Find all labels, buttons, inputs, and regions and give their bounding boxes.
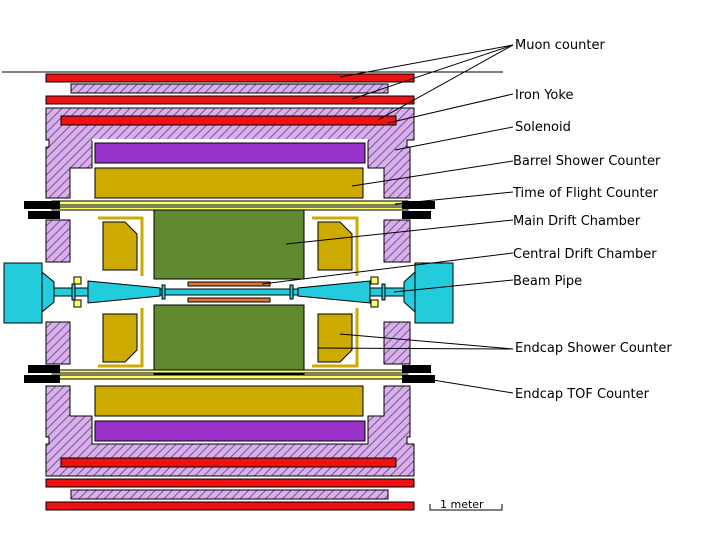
muon-counter-inner-top: [60, 115, 397, 126]
endcap-yoke-bottom-left: [45, 321, 71, 365]
tof-bar-bottom: [51, 374, 409, 380]
scale-bar: [429, 504, 503, 511]
endcap-tof-frame-bottom-left: [98, 308, 144, 368]
endcap-tof-block-bottom-left-1: [28, 365, 60, 373]
tof-bar-top: [51, 200, 409, 206]
yoke-window-top: [92, 139, 368, 141]
label-barrel-shower-counter: Barrel Shower Counter: [513, 154, 661, 169]
beam-pipe-left-stub: [53, 287, 89, 297]
endcap-tof-block-bottom-right-2: [402, 375, 435, 383]
beam-pipe-ring-2: [289, 284, 294, 300]
beam-magnet-left: [3, 262, 43, 324]
iron-yoke-plate-bottom: [70, 489, 389, 500]
label-beam-pipe: Beam Pipe: [513, 274, 582, 289]
label-main-drift-chamber: Main Drift Chamber: [513, 214, 641, 229]
label-central-drift-chamber: Central Drift Chamber: [513, 247, 657, 262]
endcap-yoke-top-right: [383, 219, 411, 263]
beam-pipe-flange-left: [41, 270, 55, 314]
scale-bar-label: 1 meter: [440, 498, 484, 511]
beam-yellow-square-3: [370, 276, 379, 285]
label-solenoid: Solenoid: [515, 120, 571, 135]
beam-pipe-center: [159, 288, 299, 296]
endcap-tof-block-top-right-1: [402, 201, 435, 209]
endcap-yoke-top-left: [45, 219, 71, 263]
endcap-tof-block-top-left-1: [24, 201, 60, 209]
central-drift-chamber-top: [187, 281, 271, 287]
iron-yoke-plate-top: [70, 83, 389, 94]
endcap-tof-block-top-right-2: [402, 211, 431, 219]
endcap-tof-frame-top-right: [312, 216, 359, 276]
main-drift-chamber-bottom: [153, 304, 305, 375]
endcap-tof-block-top-left-2: [28, 211, 60, 219]
label-time-of-flight-counter: Time of Flight Counter: [512, 186, 659, 201]
iron-yoke-frame-bottom: [45, 385, 415, 477]
endcap-shower-top-left: [102, 221, 138, 271]
beam-pipe-ring-1: [161, 284, 166, 300]
tof-bar-bottom-2: [51, 369, 409, 374]
beam-pipe-cone-left: [87, 280, 161, 304]
central-drift-chamber-bottom: [187, 297, 271, 303]
solenoid-coil-top: [94, 142, 366, 164]
endcap-yoke-bottom-right: [383, 321, 411, 365]
endcap-shower-bottom-left: [102, 313, 138, 363]
label-endcap-shower-counter: Endcap Shower Counter: [515, 341, 672, 356]
beam-pipe-ring-4: [381, 283, 386, 301]
endcap-shower-bottom-right: [317, 313, 353, 363]
beam-pipe-flange-right: [403, 270, 416, 314]
beam-yellow-square-4: [370, 299, 379, 308]
label-endcap-tof-counter: Endcap TOF Counter: [515, 387, 650, 402]
muon-counter-outer-bottom: [45, 501, 415, 511]
main-drift-chamber-top: [153, 209, 305, 280]
endcap-tof-block-bottom-left-2: [24, 375, 60, 383]
label-iron-yoke: Iron Yoke: [515, 88, 573, 103]
endcap-tof-frame-top-left: [98, 216, 144, 276]
beam-magnet-right: [414, 262, 454, 324]
endcap-tof-block-bottom-right-1: [402, 365, 431, 373]
muon-counter-outer-top: [45, 73, 415, 83]
barrel-shower-counter-bottom: [94, 385, 364, 417]
solenoid-coil-bottom: [94, 420, 366, 442]
muon-counter-inner-bottom: [60, 457, 397, 468]
endcap-tof-frame-bottom-right: [312, 308, 359, 368]
beam-yellow-square-1: [73, 276, 82, 285]
beam-pipe-ring-3: [71, 283, 76, 301]
label-muon-counter: Muon counter: [515, 38, 605, 53]
leader-lines: [261, 44, 514, 394]
beam-pipe-cone-right: [297, 280, 371, 304]
endcap-shower-top-right: [317, 221, 353, 271]
barrel-shower-counter-top: [94, 167, 364, 199]
beam-yellow-square-2: [73, 299, 82, 308]
muon-counter-mid-bottom: [45, 478, 415, 488]
